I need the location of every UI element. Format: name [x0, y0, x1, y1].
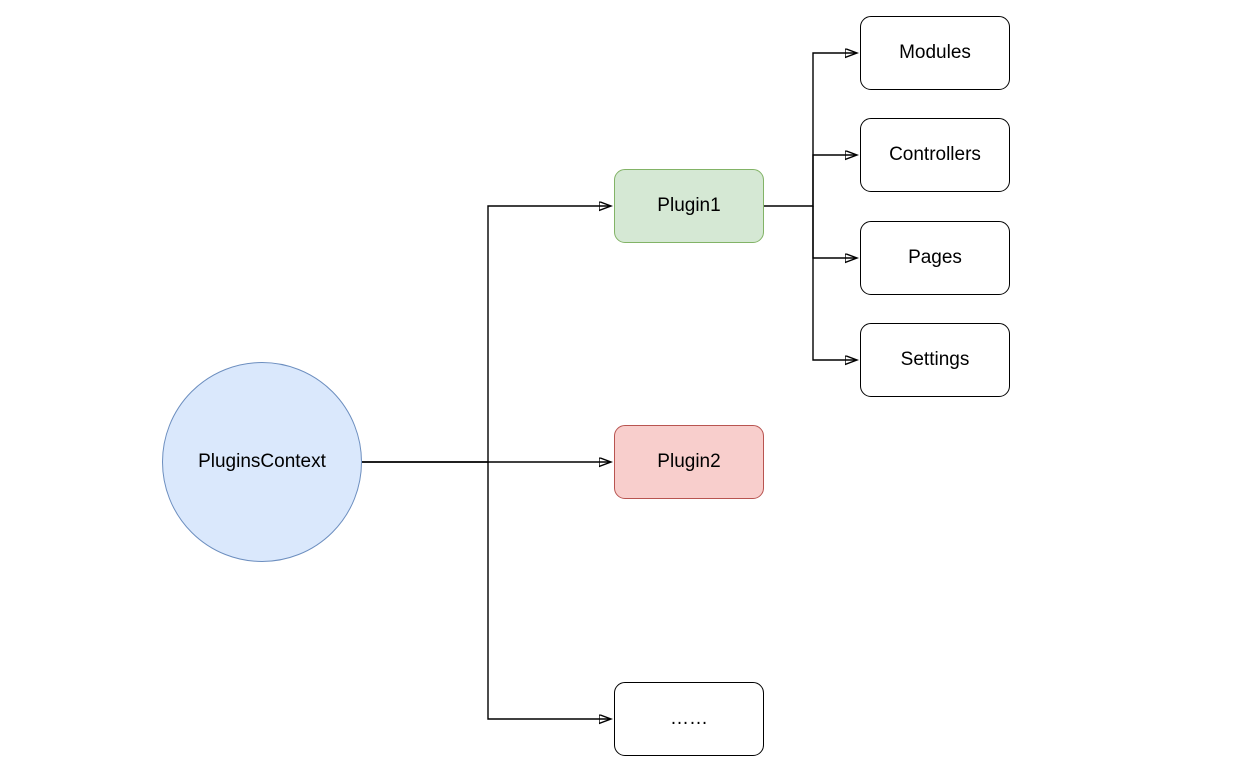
node-modules-label: Modules	[899, 42, 971, 63]
node-settings: Settings	[860, 323, 1010, 397]
node-plugin2-label: Plugin2	[657, 451, 721, 472]
node-settings-label: Settings	[900, 349, 970, 370]
edge-plugin1-to-modules	[763, 53, 856, 207]
edge-plugin1-to-settings	[812, 206, 856, 360]
node-more-plugins-label: ……	[670, 708, 708, 729]
node-plugin2: Plugin2	[614, 425, 764, 499]
node-pages-label: Pages	[908, 247, 962, 268]
node-plugin1-label: Plugin1	[657, 195, 721, 216]
node-plugins-context: PluginsContext	[162, 362, 362, 562]
node-pages: Pages	[860, 221, 1010, 295]
node-plugin1: Plugin1	[614, 169, 764, 243]
edge-context-to-plugin1	[362, 206, 610, 463]
node-modules: Modules	[860, 16, 1010, 90]
node-controllers-label: Controllers	[889, 144, 981, 165]
edge-plugin1-to-controllers	[812, 155, 856, 206]
edge-context-to-more	[487, 462, 610, 719]
node-plugins-context-label: PluginsContext	[198, 451, 326, 472]
node-controllers: Controllers	[860, 118, 1010, 192]
node-more-plugins: ……	[614, 682, 764, 756]
edge-plugin1-to-pages	[812, 206, 856, 258]
